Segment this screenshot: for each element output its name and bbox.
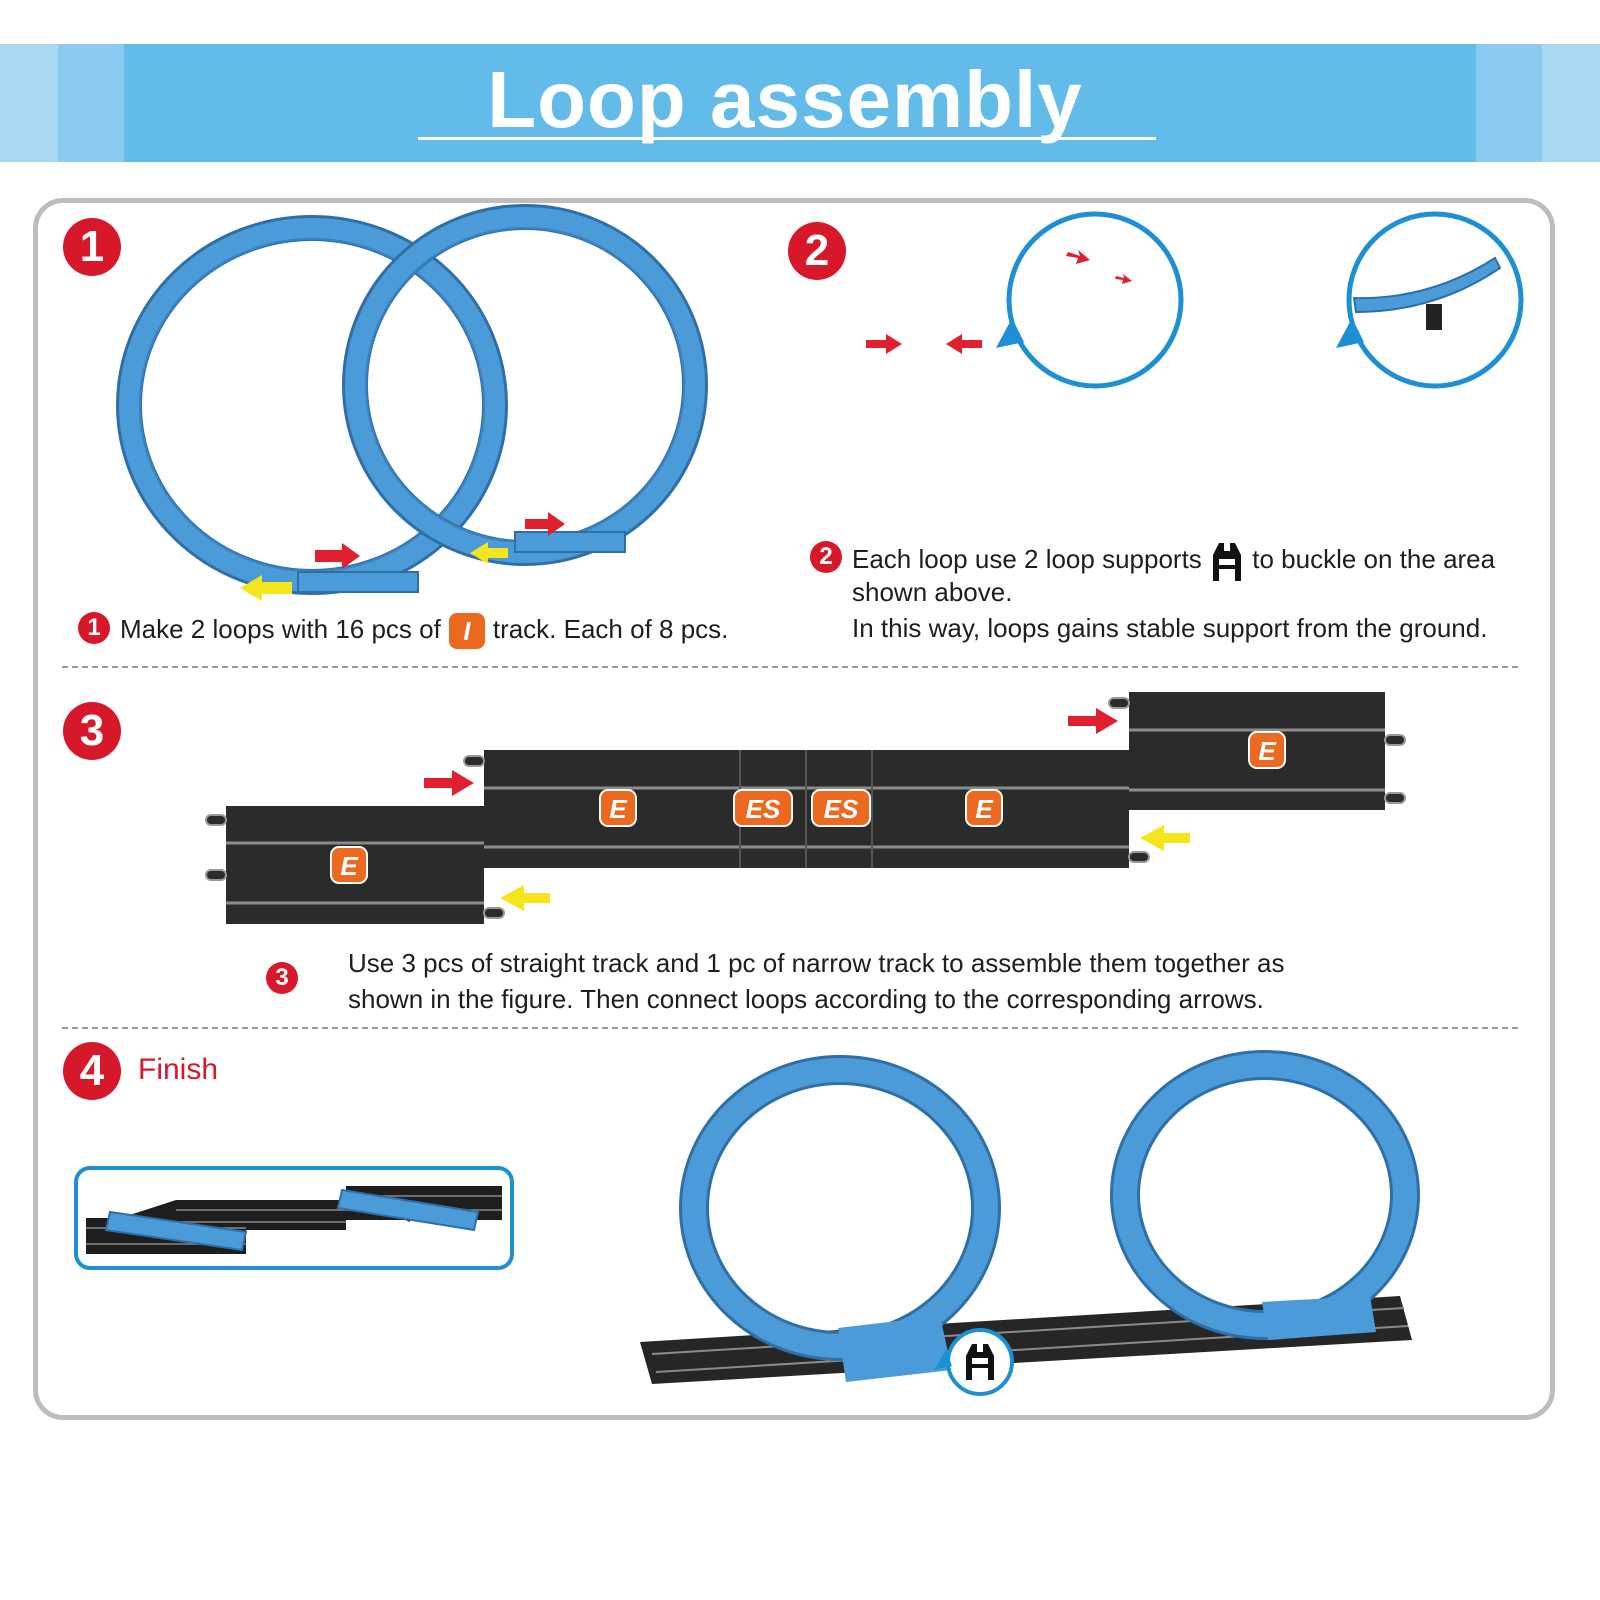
red-arrow-icon: [1068, 708, 1118, 734]
yellow-arrow-icon: [500, 885, 550, 911]
page-title: Loop assembly: [487, 55, 1083, 144]
step-1-caption-before: Make 2 loops with 16 pcs of: [120, 613, 441, 644]
red-arrow-icon: [424, 770, 474, 796]
step-1-badge: 1: [63, 218, 121, 276]
banner-band-right: [1476, 44, 1542, 162]
header-banner: Loop assembly: [0, 44, 1600, 162]
red-arrow-icon: [866, 334, 902, 354]
step-2-caption-line-1: Each loop use 2 loop supports to buckle …: [852, 541, 1495, 581]
loop-support-icon: [1213, 543, 1242, 581]
step-3-caption-line-2: shown in the figure. Then connect loops …: [348, 984, 1264, 1014]
finish-label: Finish: [138, 1053, 219, 1086]
red-arrow-icon: [315, 543, 360, 569]
divider-1: [62, 666, 1518, 668]
step-2-small-badge: 2: [810, 541, 842, 573]
step-3-small-badge: 3: [266, 962, 298, 994]
track-chip-i: I: [448, 613, 485, 649]
title-underline: [418, 137, 1156, 140]
step-2-badge: 2: [788, 222, 846, 280]
track-label: E: [609, 794, 627, 824]
step-2-caption-after: to buckle on the area: [1252, 543, 1496, 574]
step-4-badge: 4: [63, 1042, 121, 1100]
banner-main: [124, 44, 1476, 162]
divider-2: [62, 1027, 1518, 1029]
track-label: ES: [746, 794, 781, 824]
track-piece-middle: [484, 750, 1129, 868]
yellow-arrow-icon: [240, 575, 292, 601]
track-label: E: [340, 851, 358, 881]
step-2-caption-before: Each loop use 2 loop supports: [852, 543, 1202, 574]
step-3-badge: 3: [63, 702, 121, 760]
banner-fade-left: [0, 44, 58, 162]
yellow-arrow-icon: [1140, 825, 1190, 851]
step-3-caption-line-1: Use 3 pcs of straight track and 1 pc of …: [348, 948, 1285, 978]
step-1-small-badge: 1: [78, 612, 110, 644]
track-labels: E E ES ES E E: [330, 731, 1286, 884]
red-arrow-icon: [946, 334, 982, 354]
red-arrow-icon: [525, 512, 565, 536]
track-label: ES: [824, 794, 859, 824]
yellow-arrow-icon: [470, 542, 508, 564]
track-label: E: [1258, 736, 1276, 766]
loop-support-icon: [966, 1344, 994, 1380]
step-2-caption-line-2: shown above.: [852, 577, 1013, 607]
banner-fade-right: [1542, 44, 1600, 162]
banner-band-left: [58, 44, 124, 162]
step-2-caption-line-3: In this way, loops gains stable support …: [852, 613, 1488, 643]
track-label: E: [975, 794, 993, 824]
step-1-caption-after: track. Each of 8 pcs.: [492, 613, 729, 644]
